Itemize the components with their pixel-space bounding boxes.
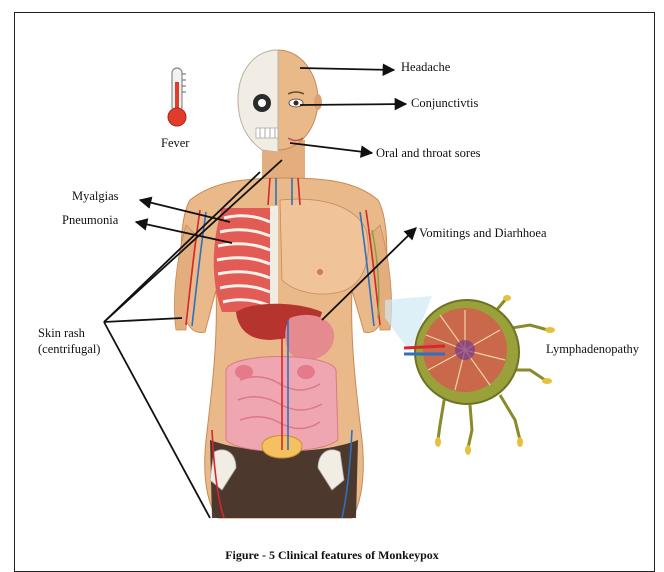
label-skin-rash: Skin rash: [38, 326, 85, 341]
label-headache: Headache: [401, 60, 450, 75]
label-fever: Fever: [161, 136, 189, 151]
thermometer-icon: [168, 68, 186, 126]
label-pneumonia: Pneumonia: [62, 213, 118, 228]
figure-caption: Figure - 5 Clinical features of Monkeypo…: [0, 548, 664, 563]
label-lymphadenopathy: Lymphadenopathy: [546, 342, 639, 357]
label-conjunctivitis: Conjunctivtis: [411, 96, 478, 111]
label-myalgias: Myalgias: [72, 189, 119, 204]
label-oral-throat-sores: Oral and throat sores: [376, 146, 480, 161]
label-vomiting-diarrhoea: Vomitings and Diarhhoea: [419, 226, 547, 241]
lymph-node-illustration: [385, 295, 555, 455]
label-skin-rash-centrifugal: (centrifugal): [38, 342, 100, 357]
